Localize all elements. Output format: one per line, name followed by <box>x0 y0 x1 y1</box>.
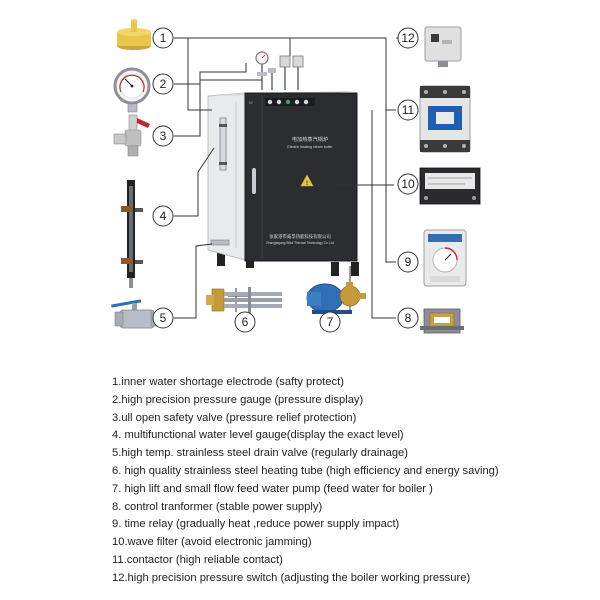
callout-circle <box>397 99 419 121</box>
legend-item-8: 8. control tranformer (stable power supp… <box>112 500 323 513</box>
water-level-gauge-icon <box>121 180 143 288</box>
side-level-gauge-icon <box>219 117 227 171</box>
control-transformer-icon <box>420 308 464 334</box>
legend-item-4: 4. multifunctional water level gauge(dis… <box>112 429 404 442</box>
callout-circle <box>234 311 256 333</box>
boiler-title-cn: 电加热蒸汽锅炉 <box>292 135 328 143</box>
boiler-logo: W <box>249 100 253 105</box>
callout-4: 4 <box>152 205 174 227</box>
boiler-leg <box>351 262 359 276</box>
pressure-switch-icon <box>424 26 462 67</box>
heating-tube-icon <box>206 287 282 313</box>
leader-lines <box>174 37 414 319</box>
indicator-light <box>285 99 291 105</box>
callout-circle <box>152 307 174 329</box>
callout-number: 7 <box>327 315 334 329</box>
leader-line-4 <box>174 147 215 217</box>
legend-item-2: 2.high precision pressure gauge (pressur… <box>112 393 364 406</box>
callout-8: 8 <box>397 307 419 329</box>
boiler-leg <box>331 262 339 276</box>
boiler-title-en: Electric heating steam boiler <box>287 145 333 149</box>
callout-circle <box>152 27 174 49</box>
steam-boiler: W 电加热蒸汽锅炉 Electric heating steam boiler … <box>207 51 359 276</box>
legend-item-7: 7. high lift and small flow feed water p… <box>112 482 433 495</box>
door-handle <box>252 168 256 194</box>
leader-line-11a <box>385 84 396 111</box>
boiler-maker-cn: 张家港市威孚热能科技有限公司 <box>269 233 330 240</box>
boiler-leg <box>217 252 225 266</box>
boiler-front-panel <box>244 92 358 262</box>
boiler-maker-en: Zhangjiagang Wiluf Thermal Technology Co… <box>266 241 334 245</box>
legend-item-11: 11.contactor (high reliable contact) <box>112 554 283 566</box>
indicator-lights <box>265 98 315 106</box>
legend-item-10: 10.wave filter (avoid electronic jamming… <box>112 536 312 549</box>
callout-11: 11 <box>397 99 419 121</box>
callout-circle <box>397 307 419 329</box>
water-shortage-electrode-icon <box>117 18 151 50</box>
callout-circle <box>152 125 174 147</box>
indicator-light <box>267 99 273 105</box>
top-pressure-switch-icon <box>292 55 304 68</box>
legend-item-3: 3.ull open safety valve (pressure relief… <box>112 411 357 424</box>
legend-item-12: 12.high precision pressure switch (adjus… <box>112 571 471 584</box>
contactor-icon <box>419 85 471 153</box>
top-pressure-switch-icon <box>279 55 291 68</box>
leader-line-1b <box>188 37 387 84</box>
warning-sign-icon <box>300 174 314 187</box>
side-drain-valve-icon <box>210 239 230 246</box>
legend-item-1: 1.inner water shortage electrode (safty … <box>112 376 344 388</box>
callout-circle <box>319 311 341 333</box>
callout-2: 2 <box>152 73 174 95</box>
callout-3: 3 <box>152 125 174 147</box>
leader-line-1 <box>174 37 212 111</box>
callout-circle <box>397 173 419 195</box>
callout-circle <box>397 251 419 273</box>
callout-7: 7 <box>319 311 341 333</box>
callout-10: 10 <box>397 173 419 195</box>
callout-1: 1 <box>152 27 174 49</box>
callout-12: 12 <box>397 27 419 49</box>
wave-filter-icon <box>419 167 481 205</box>
callout-number: 8 <box>405 311 412 325</box>
time-relay-icon <box>423 229 467 287</box>
svg-text:!: ! <box>306 181 308 187</box>
leader-line-2 <box>174 63 247 85</box>
leader-line-9 <box>385 110 396 263</box>
callout-number: 6 <box>242 315 249 329</box>
callout-6: 6 <box>234 311 256 333</box>
indicator-light <box>294 99 300 105</box>
callout-5: 5 <box>152 307 174 329</box>
callout-number: 5 <box>160 311 167 325</box>
callout-circle <box>397 27 419 49</box>
indicator-light <box>276 99 282 105</box>
indicator-light <box>303 99 309 105</box>
callout-circle <box>152 73 174 95</box>
callout-number: 2 <box>160 77 167 91</box>
legend-item-9: 9. time relay (gradually heat ,reduce po… <box>112 518 400 531</box>
feed-water-pump-icon <box>306 282 366 314</box>
callout-number: 11 <box>402 103 415 117</box>
boiler-top-fittings <box>255 51 304 90</box>
legend-item-6: 6. high quality strainless steel heating… <box>112 465 499 477</box>
safety-valve-icon <box>113 114 150 157</box>
callout-number: 12 <box>401 31 415 45</box>
callout-number: 10 <box>401 177 415 191</box>
callout-number: 9 <box>405 255 412 269</box>
leader-line-5 <box>174 243 213 319</box>
leader-line-3 <box>174 79 262 137</box>
boiler-side-panel <box>207 92 246 261</box>
pressure-gauge-icon <box>113 67 151 113</box>
callout-number: 4 <box>160 209 167 223</box>
callout-number: 3 <box>160 129 167 143</box>
callout-number: 1 <box>160 31 167 45</box>
callout-circle <box>152 205 174 227</box>
legend-item-5: 5.high temp. strainless steel drain valv… <box>112 447 408 460</box>
leader-line-8 <box>371 110 396 319</box>
callout-9: 9 <box>397 251 419 273</box>
drain-valve-icon <box>111 299 160 329</box>
